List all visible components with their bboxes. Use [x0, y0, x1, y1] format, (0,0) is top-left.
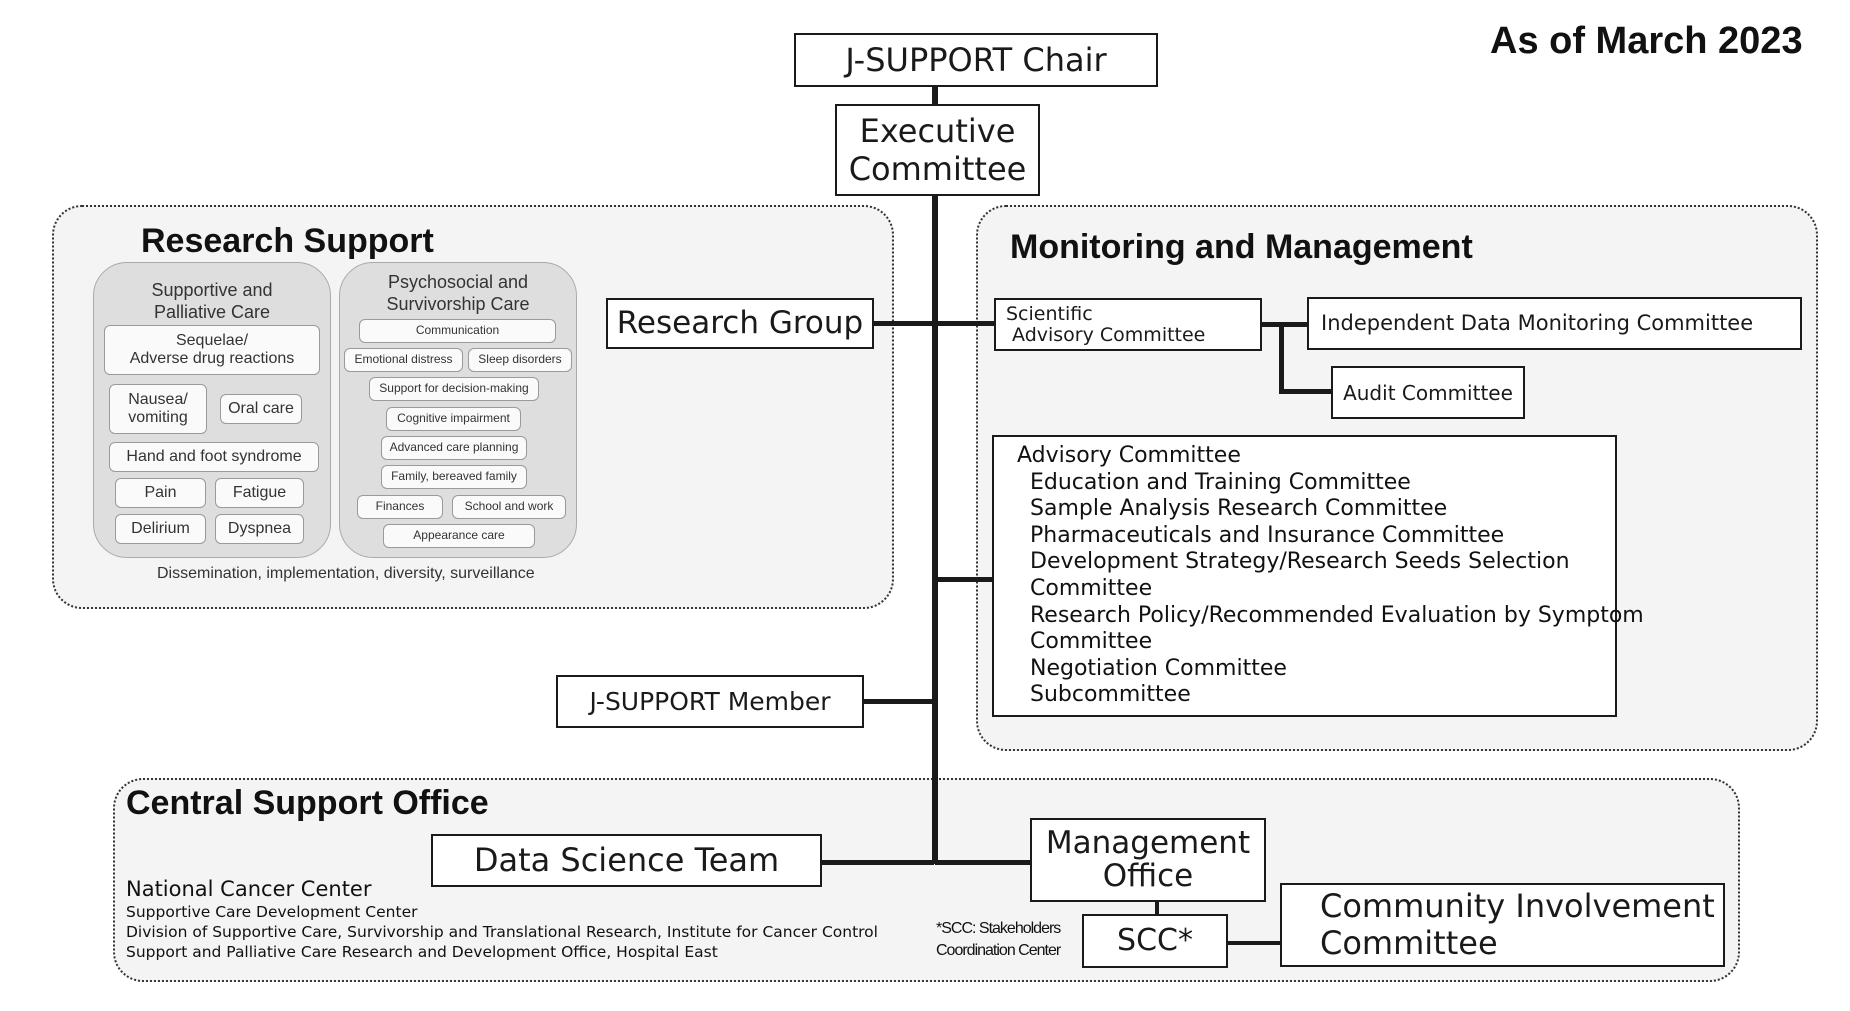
connector-sac-audit-vertical [1279, 322, 1284, 394]
advisory-item: Subcommittee [1030, 682, 1191, 708]
connector-sac-audit-horizontal [1279, 389, 1335, 394]
as-of-date: As of March 2023 [1490, 20, 1803, 62]
management-office-box: Management Office [1030, 818, 1266, 902]
supportive-title-line1: Supportive and [151, 280, 273, 300]
idmc-box: Independent Data Monitoring Committee [1307, 297, 1802, 350]
scc-note-line1: *SCC: Stakeholders [936, 920, 1061, 937]
chip-sleep-disorders: Sleep disorders [468, 348, 572, 372]
chip-family: Family, bereaved family [381, 465, 527, 489]
chair-label: J-SUPPORT Chair [845, 40, 1107, 79]
scientific-line2: Advisory Committee [1006, 323, 1206, 346]
advisory-item: Committee [1030, 575, 1153, 601]
research-support-footer: Dissemination, implementation, diversity… [157, 565, 535, 582]
advisory-item: Sample Analysis Research Committee [1030, 496, 1448, 522]
executive-committee-box: Executive Committee [835, 104, 1040, 196]
chip-decision-making: Support for decision-making [369, 377, 539, 401]
scientific-advisory-committee-box: Scientific Advisory Committee [994, 298, 1262, 351]
advisory-item: Research Policy/Recommended Evaluation b… [1030, 602, 1644, 628]
audit-committee-box: Audit Committee [1331, 366, 1525, 419]
advisory-committee-heading: Advisory Committee [1017, 443, 1241, 468]
scc-box: SCC* [1082, 914, 1228, 968]
sequelae-line1: Sequelae/ [175, 331, 249, 349]
ncc-title: National Cancer Center [126, 877, 372, 901]
ncc-block: National Cancer Center Supportive Care D… [126, 876, 878, 962]
ncc-item: Supportive Care Development Center [126, 903, 418, 921]
chip-nausea: Nausea/ vomiting [109, 384, 207, 434]
chip-pain: Pain [115, 478, 206, 508]
monitoring-title: Monitoring and Management [1010, 228, 1473, 266]
advisory-item: Development Strategy/Research Seeds Sele… [1030, 549, 1570, 575]
central-office-title: Central Support Office [126, 784, 489, 822]
connector-data-science [822, 860, 934, 865]
connector-management [935, 860, 1035, 865]
advisory-item: Committee [1030, 629, 1153, 655]
connector-research-group [874, 321, 998, 326]
chip-advanced-care-planning: Advanced care planning [381, 436, 527, 460]
connector-sac-idmc [1262, 322, 1309, 327]
chip-delirium: Delirium [115, 514, 206, 544]
advisory-committee-box: Advisory Committee Education and Trainin… [992, 435, 1644, 717]
chair-box: J-SUPPORT Chair [794, 33, 1158, 87]
management-line1: Management [1045, 825, 1251, 862]
connector-management-scc [1155, 902, 1159, 916]
data-science-team-box: Data Science Team [431, 834, 822, 887]
nausea-line1: Nausea/ [128, 390, 188, 408]
scc-note: *SCC: Stakeholders Coordination Center [936, 918, 1061, 962]
ncc-item: Division of Supportive Care, Survivorshi… [126, 923, 878, 941]
idmc-label: Independent Data Monitoring Committee [1321, 310, 1754, 335]
chip-finances: Finances [357, 495, 443, 519]
chip-appearance-care: Appearance care [383, 524, 535, 548]
research-support-title: Research Support [141, 222, 434, 260]
community-line1: Community Involvement [1320, 887, 1715, 926]
community-line2: Committee [1320, 924, 1498, 962]
management-line2: Office [1102, 858, 1194, 894]
community-involvement-box: Community Involvement Committee [1280, 883, 1725, 967]
connector-member [864, 699, 935, 704]
research-group-box: Research Group [606, 298, 874, 349]
nausea-line2: vomiting [128, 409, 188, 426]
chip-oral-care: Oral care [220, 394, 302, 424]
connector-main-trunk [932, 194, 938, 864]
scientific-line1: Scientific [1006, 302, 1093, 325]
sequelae-line2: Adverse drug reactions [129, 350, 295, 367]
connector-chair-executive [932, 86, 938, 106]
member-box: J-SUPPORT Member [556, 675, 864, 728]
chip-fatigue: Fatigue [215, 478, 304, 508]
psychosocial-title-line2: Survivorship Care [386, 293, 530, 314]
supportive-care-title: Supportive and Palliative Care [93, 280, 331, 323]
executive-label-line2: Committee [848, 150, 1027, 188]
connector-advisory [935, 577, 998, 582]
chip-cognitive-impairment: Cognitive impairment [386, 407, 521, 431]
psychosocial-title-line1: Psychosocial and [387, 272, 529, 292]
psychosocial-care-title: Psychosocial and Survivorship Care [339, 272, 577, 315]
chip-dyspnea: Dyspnea [215, 514, 304, 544]
advisory-item: Education and Training Committee [1030, 469, 1411, 495]
connector-scc-community [1228, 941, 1285, 945]
advisory-item: Negotiation Committee [1030, 655, 1287, 681]
chip-hand-foot: Hand and foot syndrome [109, 442, 319, 472]
chip-school-work: School and work [452, 495, 566, 519]
chip-emotional-distress: Emotional distress [344, 348, 463, 372]
chip-communication: Communication [359, 319, 556, 343]
supportive-title-line2: Palliative Care [153, 301, 271, 322]
executive-label-line1: Executive [859, 111, 1016, 150]
ncc-item: Support and Palliative Care Research and… [126, 943, 718, 961]
chip-sequelae: Sequelae/ Adverse drug reactions [104, 325, 320, 375]
scc-note-line2: Coordination Center [936, 942, 1061, 959]
advisory-item: Pharmaceuticals and Insurance Committee [1030, 522, 1505, 548]
